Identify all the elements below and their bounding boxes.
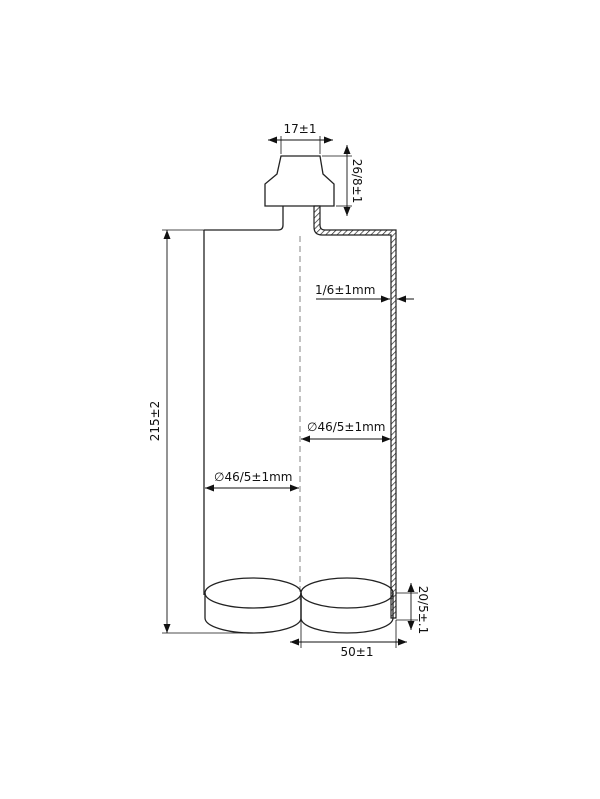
overall-height-label: 215±2 <box>148 401 162 442</box>
piston-height-label: 20/5±.1 <box>416 586 430 634</box>
inner-diameter-right-label: ∅46/5±1mm <box>307 420 385 434</box>
nozzle-width-label: 17±1 <box>284 122 317 136</box>
dim-wall-thickness: 1/6±1mm <box>315 283 414 303</box>
nozzle-cap <box>264 155 335 207</box>
half-width-label: 50±1 <box>341 645 374 659</box>
dim-inner-diameter-left: ∅46/5±1mm <box>205 470 299 492</box>
neck-left <box>204 206 284 231</box>
hatched-wall <box>313 205 397 619</box>
left-piston <box>204 577 302 634</box>
right-piston <box>300 577 394 634</box>
wall-thickness-label: 1/6±1mm <box>315 283 375 297</box>
dim-half-width: 50±1 <box>290 620 407 659</box>
dim-inner-diameter-right: ∅46/5±1mm <box>301 420 391 443</box>
dim-nozzle-width: 17±1 <box>268 122 333 154</box>
dim-nozzle-height: 26/8±1 <box>322 145 364 216</box>
dim-overall-height: 215±2 <box>148 229 253 634</box>
inner-diameter-left-label: ∅46/5±1mm <box>214 470 292 484</box>
nozzle-height-label: 26/8±1 <box>350 159 364 204</box>
dim-piston-height: 20/5±.1 <box>396 583 430 634</box>
